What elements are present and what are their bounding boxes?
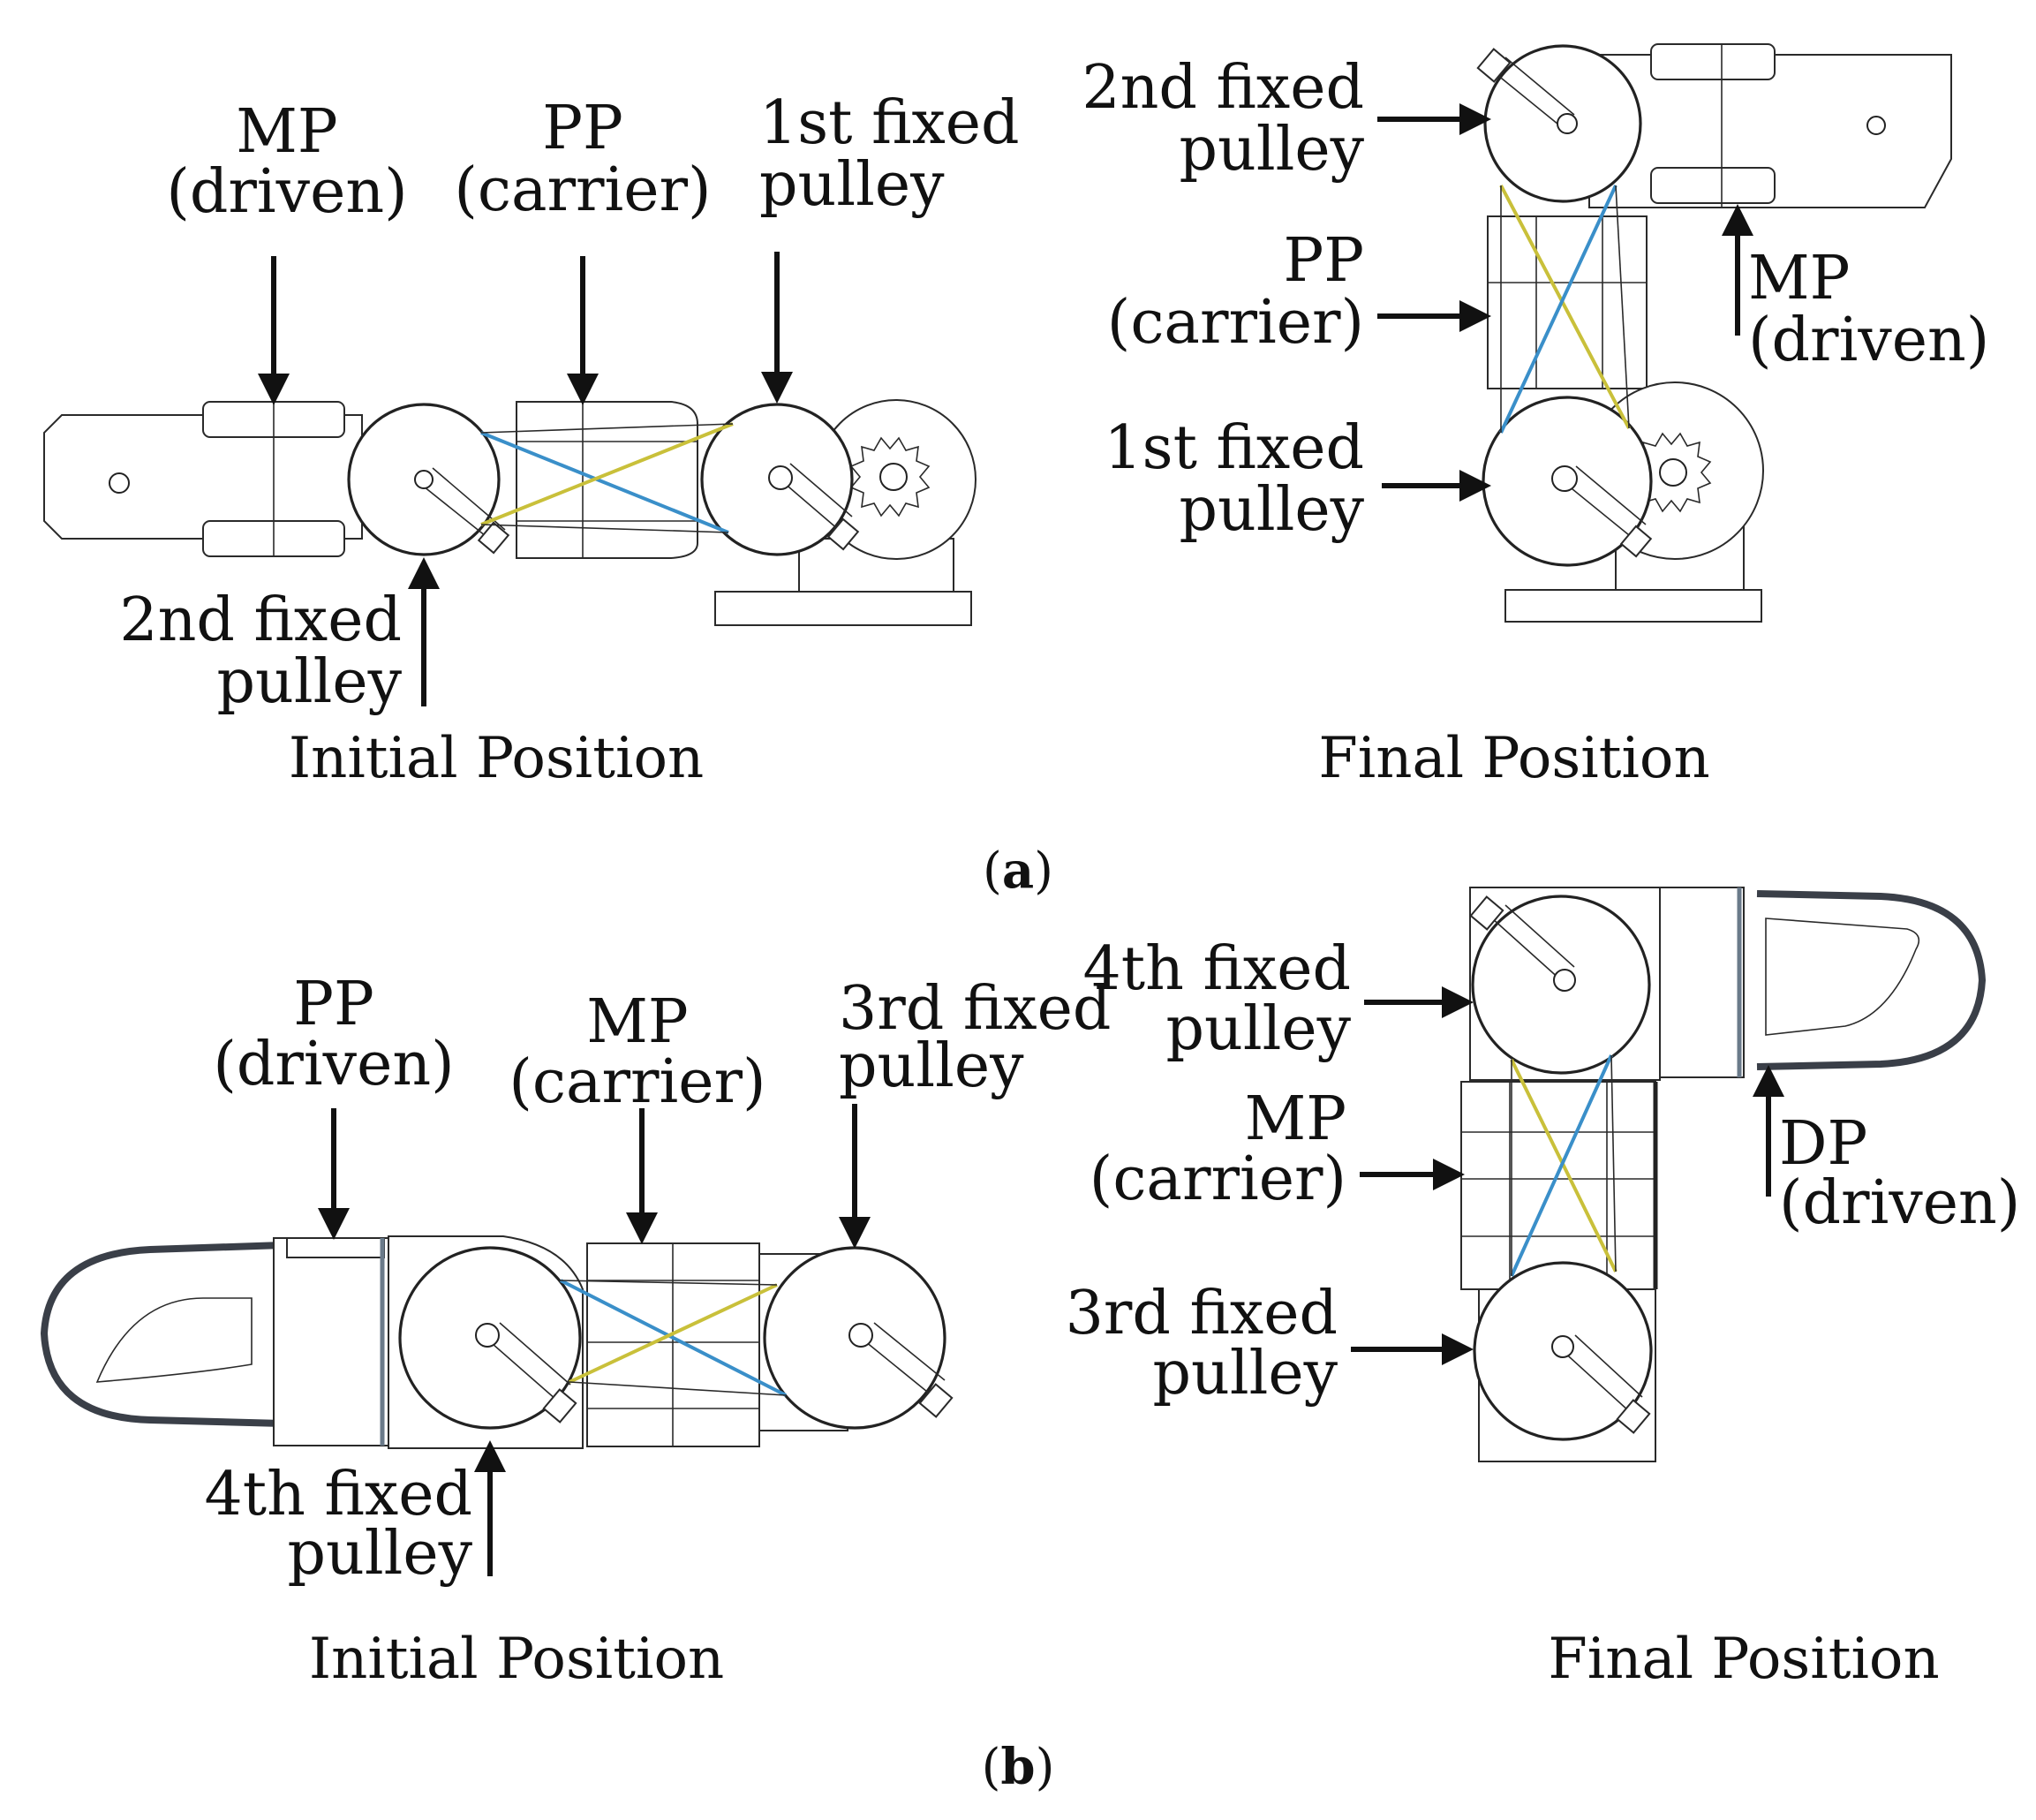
label-mp: MP <box>236 97 337 167</box>
caption-b-initial: Initial Position <box>309 1627 724 1692</box>
label-final-dp: DP <box>1779 1109 1867 1179</box>
label-final-pp: PP <box>1283 226 1364 296</box>
label-final-mp: MP <box>1748 244 1850 313</box>
label-3rd-fixed: 3rd fixed <box>839 974 1111 1044</box>
label-final-4th-fixed: 4th fixed <box>1083 934 1351 1004</box>
panel-a-final-drawing <box>1476 43 1952 623</box>
label-final-mp: MP <box>1245 1084 1346 1154</box>
panel-b-initial-drawing <box>40 1235 954 1449</box>
label-4th-pulley: pulley <box>288 1519 473 1589</box>
label-b-mp: MP <box>586 987 688 1057</box>
label-pp-carrier: (carrier) <box>454 155 711 225</box>
label-b-pp: PP <box>293 970 374 1039</box>
label-final-2nd-pulley: pulley <box>1180 115 1365 185</box>
label-2nd-pulley: pulley <box>217 647 403 717</box>
label-4th-fixed: 4th fixed <box>205 1460 472 1529</box>
label-b-mp-carrier: (carrier) <box>509 1047 765 1117</box>
label-1st-pulley: pulley <box>759 150 945 220</box>
label-2nd-fixed: 2nd fixed <box>119 585 402 655</box>
label-3rd-pulley: pulley <box>839 1031 1024 1101</box>
label-b-pp-driven: (driven) <box>213 1030 454 1099</box>
panel-a-letter: a <box>1002 842 1034 900</box>
label-final-mp-driven: (driven) <box>1748 306 1989 375</box>
label-final-1st-pulley: pulley <box>1180 475 1365 545</box>
label-mp-driven: (driven) <box>166 157 407 227</box>
panel-b-final-drawing <box>1460 887 1987 1462</box>
label-final-4th-pulley: pulley <box>1166 994 1352 1064</box>
label-final-mp-carrier: (carrier) <box>1090 1144 1346 1214</box>
label-final-dp-driven: (driven) <box>1779 1168 2020 1238</box>
caption-b-final: Final Position <box>1548 1627 1939 1692</box>
panel-a-label: (a) <box>983 842 1053 900</box>
label-final-3rd-pulley: pulley <box>1153 1339 1338 1408</box>
caption-a-initial: Initial Position <box>289 726 704 791</box>
panel-a-initial-drawing <box>43 399 977 626</box>
label-final-2nd-fixed: 2nd fixed <box>1082 53 1364 123</box>
label-pp: PP <box>542 94 623 163</box>
label-final-3rd-fixed: 3rd fixed <box>1066 1279 1338 1348</box>
panel-b-label: (b) <box>982 1738 1055 1796</box>
label-final-1st-fixed: 1st fixed <box>1104 413 1364 483</box>
panel-b-letter: b <box>1000 1738 1035 1796</box>
caption-a-final: Final Position <box>1318 726 1709 791</box>
label-final-pp-carrier: (carrier) <box>1107 288 1364 358</box>
label-1st-fixed: 1st fixed <box>759 88 1020 158</box>
